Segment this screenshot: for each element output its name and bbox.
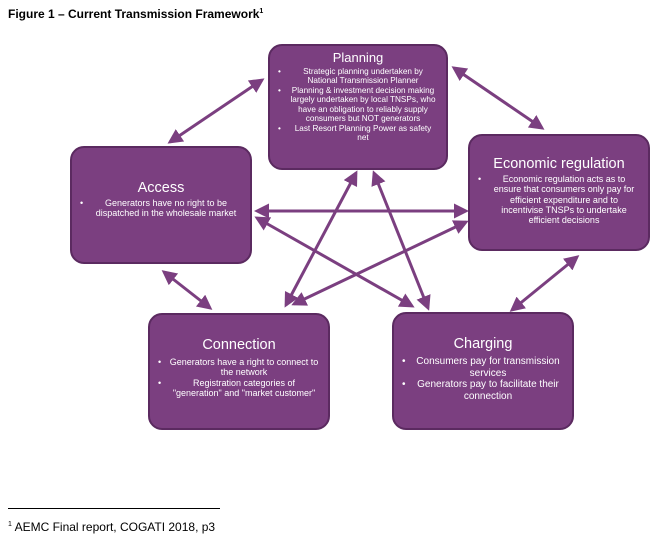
arrow-planning-access [167, 78, 265, 144]
economic-regulation-box: Economic regulation Economic regulation … [468, 134, 650, 251]
charging-bullet: Consumers pay for transmission services [402, 356, 564, 379]
footnote-ref: 1 [8, 521, 12, 528]
connection-bullet: Registration categories of "generation" … [158, 378, 320, 399]
figure-title: Figure 1 – Current Transmission Framewor… [8, 7, 263, 21]
access-bullets: Generators have no right to be dispatche… [80, 198, 242, 219]
figure-title-text: Figure 1 – Current Transmission Framewor… [8, 7, 260, 21]
access-bullet: Generators have no right to be dispatche… [80, 198, 242, 219]
connection-bullet: Generators have a right to connect to th… [158, 357, 320, 378]
footnote-separator [8, 508, 220, 509]
planning-bullets: Strategic planning undertaken by Nationa… [278, 67, 438, 142]
footnote-text: AEMC Final report, COGATI 2018, p3 [14, 520, 216, 534]
economic-regulation-bullet: Economic regulation acts as to ensure th… [478, 174, 640, 226]
footnote: 1 AEMC Final report, COGATI 2018, p3 [8, 520, 215, 534]
arrow-economic-charging [509, 255, 580, 312]
charging-heading: Charging [453, 336, 513, 352]
arrow-economic-connection [291, 220, 469, 306]
arrow-access-charging [254, 216, 415, 308]
arrow-planning-economic [451, 66, 545, 130]
economic-regulation-heading: Economic regulation [493, 156, 625, 172]
access-box: Access Generators have no right to be di… [70, 146, 252, 264]
planning-box: Planning Strategic planning undertaken b… [268, 44, 448, 170]
connection-heading: Connection [202, 337, 276, 353]
planning-bullet: Last Resort Planning Power as safety net [278, 124, 438, 143]
planning-heading: Planning [332, 50, 384, 65]
connection-box: Connection Generators have a right to co… [148, 313, 330, 430]
charging-bullets: Consumers pay for transmission services … [402, 356, 564, 402]
access-heading: Access [137, 180, 185, 196]
planning-bullet: Strategic planning undertaken by Nationa… [278, 67, 438, 86]
charging-box: Charging Consumers pay for transmission … [392, 312, 574, 430]
figure-title-ref: 1 [259, 8, 264, 15]
charging-bullet: Generators pay to facilitate their conne… [402, 379, 564, 402]
planning-bullet: Planning & investment decision making la… [278, 86, 438, 124]
economic-regulation-bullets: Economic regulation acts as to ensure th… [478, 174, 640, 226]
arrow-access-connection [161, 270, 213, 310]
connection-bullets: Generators have a right to connect to th… [158, 357, 320, 398]
